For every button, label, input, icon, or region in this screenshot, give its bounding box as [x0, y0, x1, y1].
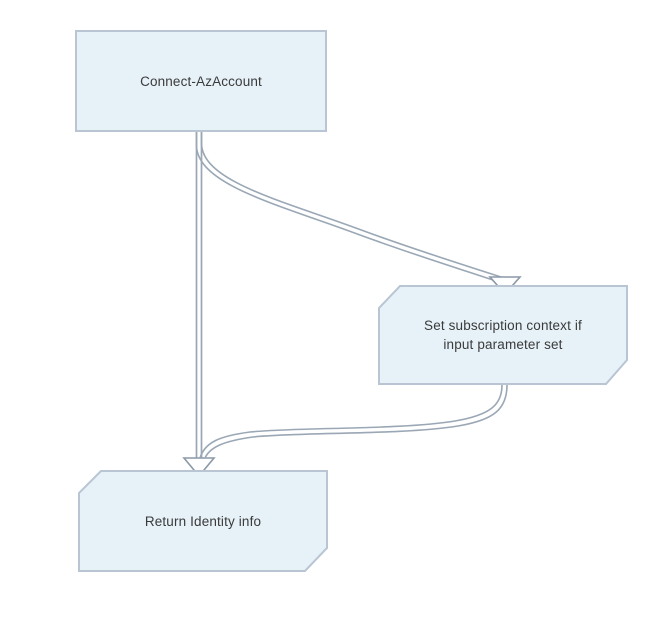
connector-connect-to-setsub[interactable]: [195, 132, 522, 296]
node-connect-azaccount[interactable]: [75, 30, 327, 132]
node-layer: [75, 30, 628, 572]
connector-setsub-to-return[interactable]: [199, 384, 508, 459]
node-return-identity-info[interactable]: [78, 470, 328, 572]
connector-connect-to-return[interactable]: [182, 132, 216, 478]
arrowhead-icon: [182, 457, 216, 478]
node-set-subscription-context[interactable]: [378, 285, 628, 385]
